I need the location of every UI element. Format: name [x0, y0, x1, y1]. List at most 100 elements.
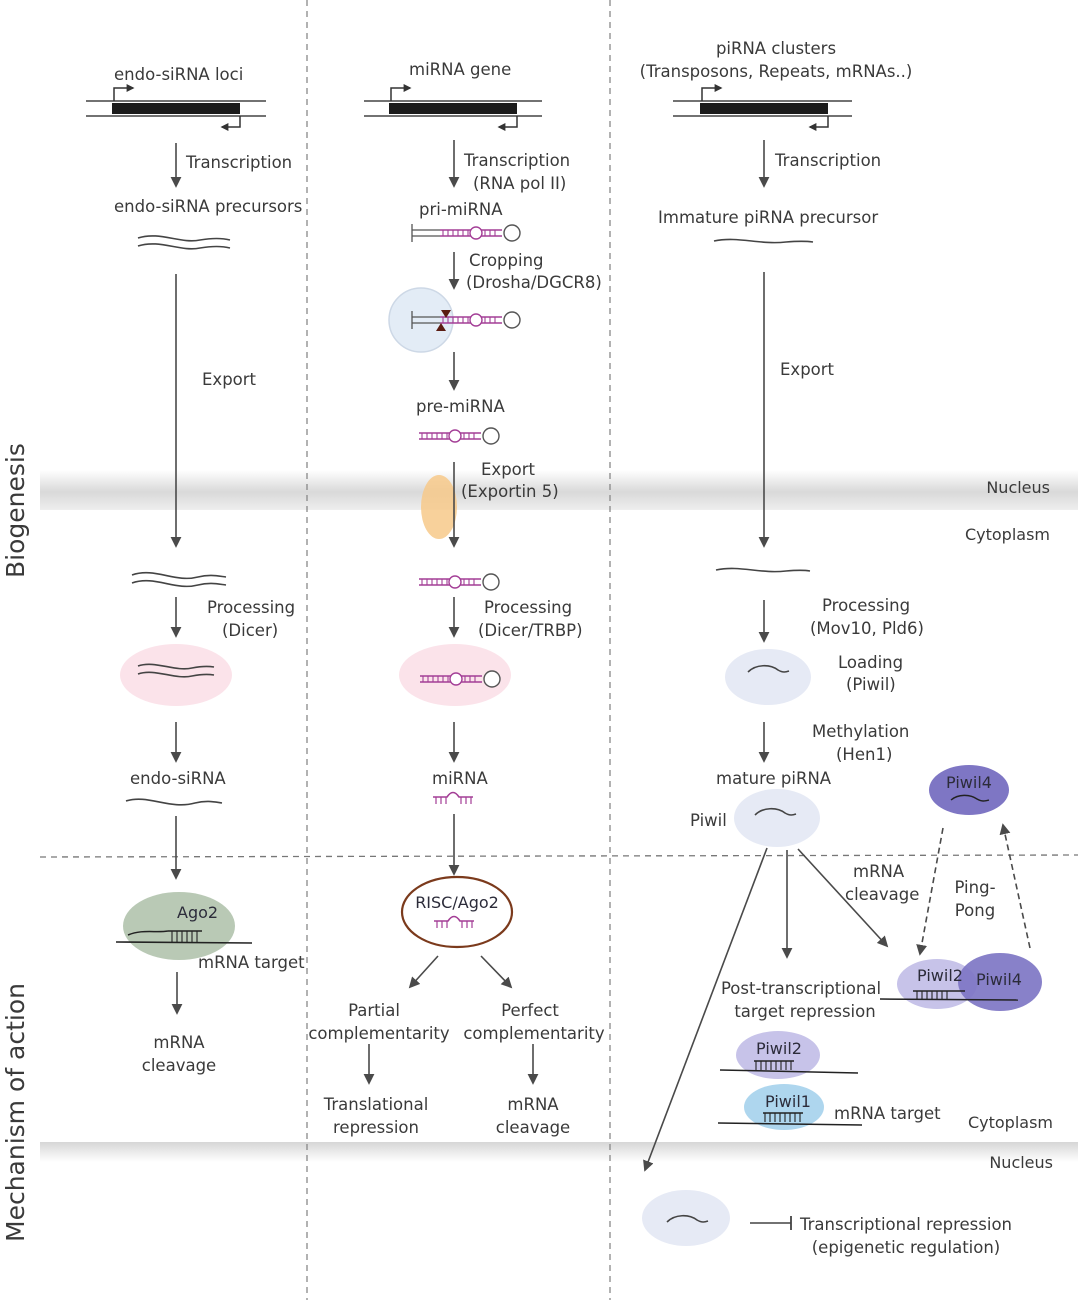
nuclear-piwil-complex — [642, 1190, 730, 1246]
mature-pirna-label: mature piRNA — [716, 769, 832, 788]
cytoplasmic-pre-mirna — [418, 573, 500, 591]
biogenesis-label: Biogenesis — [1, 443, 30, 578]
mirna-cleavage-line1: mRNA — [507, 1095, 559, 1114]
pirna-mrna-target-label: mRNA target — [834, 1104, 941, 1123]
sirna-precursor-dsrna — [137, 235, 231, 250]
pirna-arrow-cleavage — [797, 848, 889, 948]
mature-mirna-glyph — [432, 791, 474, 805]
risc-label: RISC/Ago2 — [415, 893, 499, 912]
pingpong-line2: Pong — [955, 901, 995, 920]
dicer-complex — [120, 644, 232, 706]
sirna-dicer-label: (Dicer) — [222, 621, 278, 640]
mirna-gene-label: miRNA gene — [409, 60, 511, 79]
pingpong-duplex — [879, 990, 1019, 1001]
dicer-bound-strand-1 — [137, 663, 215, 670]
nuclear-pirna — [666, 1214, 709, 1223]
pingpong-arrow-down — [916, 827, 944, 956]
piwil4-bound-pirna — [950, 794, 990, 802]
nucleus-label-lower: Nucleus — [989, 1153, 1053, 1172]
tx-repression-line1: Transcriptional repression — [799, 1215, 1012, 1234]
posttx-line1: Post-transcriptional — [721, 979, 881, 998]
nucleus-label-upper: Nucleus — [986, 478, 1050, 497]
mirna-transcription-label: Transcription — [463, 151, 570, 170]
piwil4-top-label: Piwil4 — [946, 773, 992, 792]
mirna-export-label: Export — [481, 460, 536, 479]
mechanism-label: Mechanism of action — [1, 983, 30, 1242]
pirna-hen1-label: (Hen1) — [836, 745, 892, 764]
piwil4-complex-top — [929, 765, 1009, 815]
sirna-processing-label: Processing — [207, 598, 295, 617]
exportin5 — [421, 475, 457, 539]
sirna-export-label: Export — [202, 370, 257, 389]
perfect-line2: complementarity — [463, 1024, 605, 1043]
cytoplasm-label-lower: Cytoplasm — [968, 1113, 1053, 1132]
piwil2-label: Piwil2 — [756, 1039, 802, 1058]
pingpong-arrow-up — [999, 823, 1031, 949]
piwil1-complex — [744, 1084, 824, 1130]
pirna-loading-label: Loading — [838, 653, 903, 672]
cytoplasmic-pirna-precursor — [715, 567, 811, 573]
pirna-processing-label: Processing — [822, 596, 910, 615]
tx-repression-line2: (epigenetic regulation) — [812, 1238, 1001, 1257]
mirna-cleavage-line2: cleavage — [496, 1118, 570, 1137]
pri-mirna-hairpin — [411, 224, 521, 242]
pri-mirna-label: pri-miRNA — [419, 200, 503, 219]
mirna-arrow-perfect — [480, 955, 513, 989]
sirna-transcription-label: Transcription — [185, 153, 292, 172]
ago2-bound-duplex — [115, 930, 253, 944]
sirna-cleavage-line1: mRNA — [153, 1033, 205, 1052]
loaded-pirna — [747, 664, 790, 673]
mirna-processing-label: Processing — [484, 598, 572, 617]
ago2-label: Ago2 — [177, 903, 218, 922]
section-divider — [39, 854, 1078, 858]
pirna-mov10-label: (Mov10, Pld6) — [810, 619, 924, 638]
cropping-hairpin — [411, 310, 521, 331]
cytoplasm-label-upper: Cytoplasm — [965, 525, 1050, 544]
perfect-line1: Perfect — [501, 1001, 559, 1020]
sirna-mature-strand — [125, 798, 223, 806]
translational-line1: Translational — [323, 1095, 429, 1114]
pirna-piwil-sublabel: (Piwil) — [846, 675, 896, 694]
sirna-cleavage-line2: cleavage — [142, 1056, 216, 1075]
piwil4-pingpong-complex — [958, 953, 1042, 1011]
dicer-bound-strand-2 — [137, 671, 215, 678]
piwil2-pingpong-label: Piwil2 — [917, 966, 963, 985]
piwil4-pingpong-label: Piwil4 — [976, 970, 1022, 989]
sirna-mrna-target-label: mRNA target — [198, 953, 305, 972]
pirna-methylation-label: Methylation — [812, 722, 909, 741]
mirna-arrow-partial — [408, 955, 439, 989]
pirna-export-label: Export — [780, 360, 835, 379]
translational-line2: repression — [333, 1118, 419, 1137]
pirna-arrow-nuclear — [643, 847, 768, 1172]
pingpong-line1: Ping- — [954, 878, 995, 897]
mirna-exportin-label: (Exportin 5) — [461, 482, 559, 501]
pirna-cluster-locus — [673, 84, 852, 131]
pirna-clusters-label: piRNA clusters — [716, 39, 836, 58]
mirna-polii-label: (RNA pol II) — [473, 174, 566, 193]
pirna-clusters-sublabel: (Transposons, Repeats, mRNAs..) — [640, 62, 913, 81]
piwil2-complex — [736, 1031, 820, 1079]
mirna-cropping-label: Cropping — [469, 251, 544, 270]
immature-pirna-label: Immature piRNA precursor — [658, 208, 878, 227]
piwil-label: Piwil — [690, 811, 727, 830]
pre-mirna-label: pre-miRNA — [416, 397, 505, 416]
partial-line2: complementarity — [308, 1024, 450, 1043]
posttx-line2: target repression — [734, 1002, 875, 1021]
partial-line1: Partial — [348, 1001, 400, 1020]
piwil-loading-complex — [725, 649, 811, 705]
piwil-bound-pirna — [754, 807, 797, 816]
sirna-precursors-label: endo-siRNA precursors — [114, 197, 302, 216]
piwil-complex — [734, 789, 820, 847]
risc-complex — [400, 875, 514, 949]
immature-pirna-strand — [713, 238, 814, 244]
pirna-mrna-label: mRNA — [853, 862, 905, 881]
sirna-mature-label: endo-siRNA — [130, 769, 226, 788]
piwil1-mrna-target — [717, 1122, 863, 1126]
mirna-drosha-label: (Drosha/DGCR8) — [466, 273, 602, 292]
pirna-cleavage-label: cleavage — [845, 885, 919, 904]
nuclear-envelope-upper-band — [40, 470, 1078, 510]
mirna-gene-locus — [364, 84, 542, 131]
sirna-gene-locus — [86, 84, 266, 131]
nuclear-envelope-lower-band — [40, 1142, 1078, 1162]
